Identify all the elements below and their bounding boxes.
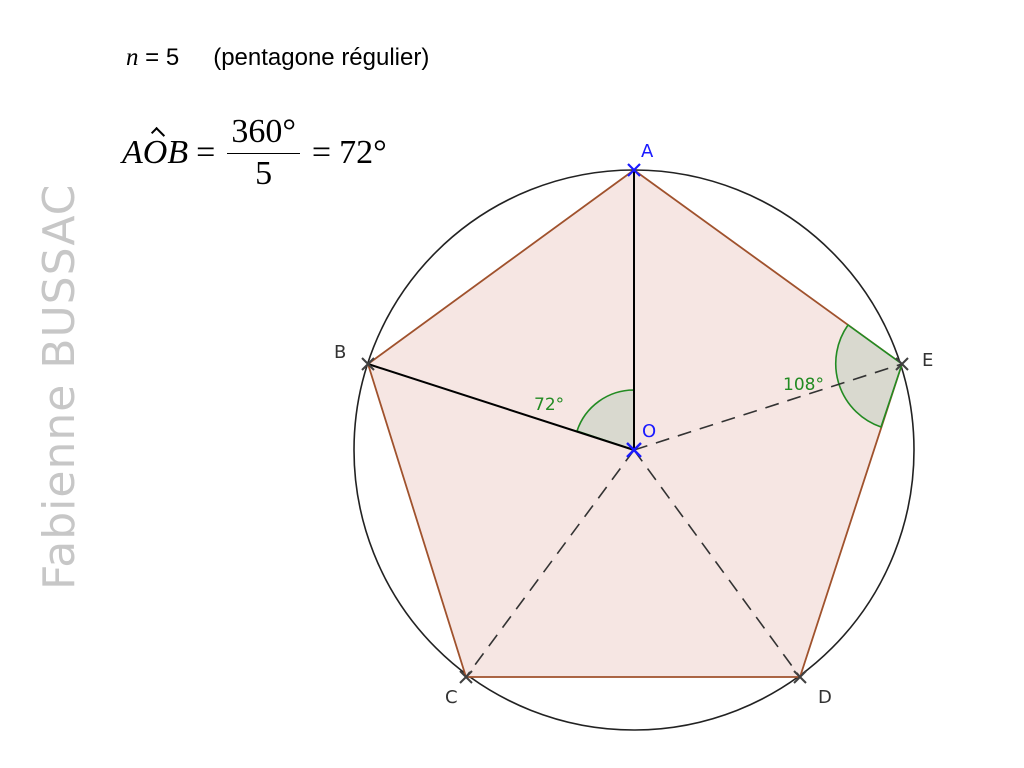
radius-ob: [367, 363, 635, 451]
point-label-o: O: [642, 421, 656, 442]
angle-letter-o-hat: O: [142, 134, 168, 171]
point-label-e: E: [922, 350, 933, 371]
point-label-b: B: [334, 342, 346, 363]
angle-letter-b: B: [167, 134, 189, 171]
central-angle-formula: AOB = 360° 5 = 72°: [122, 108, 387, 198]
point-label-c: C: [445, 687, 458, 708]
formula-result: 72°: [339, 134, 387, 171]
fraction: 360° 5: [227, 113, 300, 194]
polygon-description: (pentagone régulier): [213, 44, 430, 71]
radius-oe: [633, 363, 903, 451]
angle-name: AOB: [122, 134, 188, 172]
equals-sign: =: [196, 134, 216, 171]
angle-arc-aob: [575, 389, 635, 452]
point-c-marker: [459, 670, 473, 684]
point-o-marker: [626, 442, 642, 458]
n-value: = 5: [138, 44, 180, 71]
point-a-marker: [627, 163, 641, 177]
variable-n: n: [126, 44, 139, 71]
fraction-denominator: 5: [255, 154, 273, 192]
fraction-numerator: 360°: [227, 113, 300, 154]
equals-sign-2: =: [311, 134, 332, 171]
point-e-marker: [895, 357, 909, 371]
point-label-a: A: [641, 141, 654, 162]
point-label-d: D: [818, 687, 832, 708]
angle-letter-a: A: [122, 134, 143, 171]
polygon-info: n = 5 (pentagone régulier): [126, 44, 429, 72]
radius-oc: [465, 449, 635, 678]
point-b-marker: [361, 357, 375, 371]
radius-od: [633, 449, 801, 678]
point-d-marker: [793, 670, 807, 684]
angle-label-e: 108°: [783, 375, 824, 395]
angle-label-aob: 72°: [534, 395, 564, 415]
